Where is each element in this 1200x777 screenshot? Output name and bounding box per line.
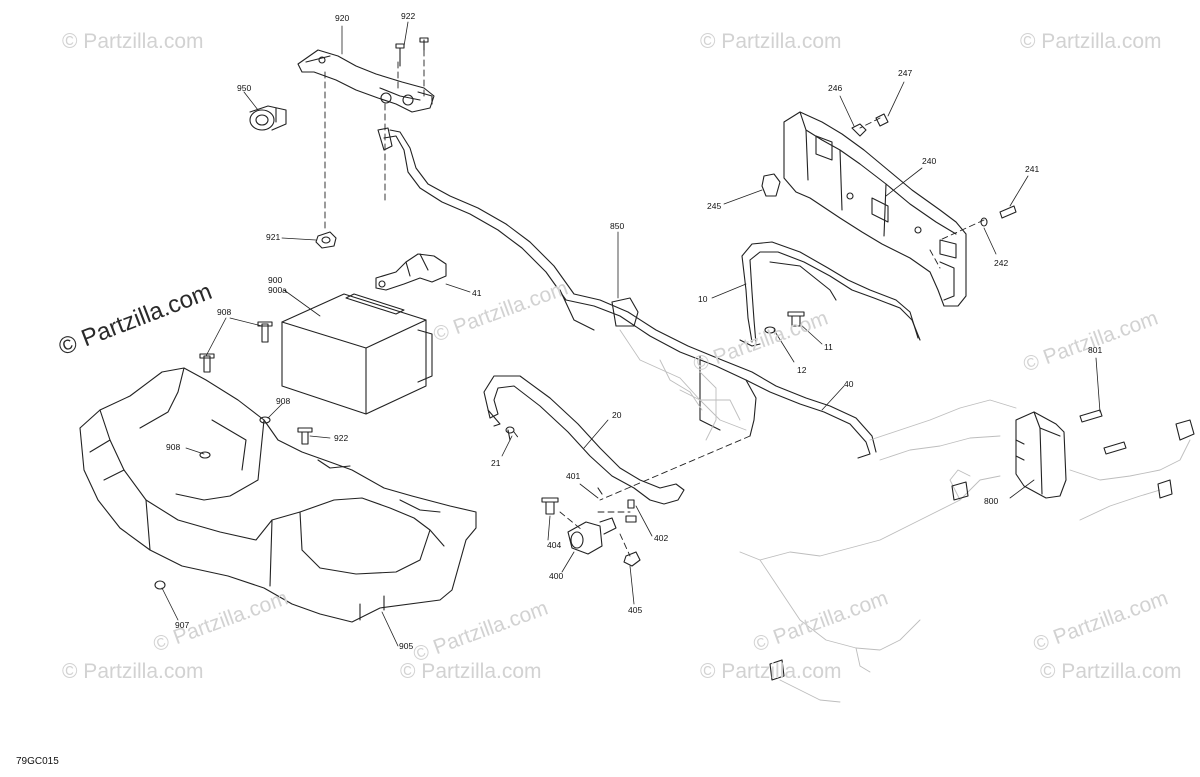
connectors-right <box>769 419 1195 681</box>
hardware-11-12 <box>764 311 805 334</box>
bracket-920 <box>297 49 435 113</box>
callout-21: 21 <box>491 458 501 468</box>
callout-908: 908 <box>166 442 181 452</box>
module-800 <box>1015 411 1067 499</box>
nut-921 <box>315 231 337 249</box>
clip-245 <box>761 173 781 197</box>
callout-245: 245 <box>707 201 722 211</box>
callout-41: 41 <box>472 288 482 298</box>
callout-405: 405 <box>628 605 643 615</box>
callout-801: 801 <box>1088 345 1103 355</box>
bracket-240 <box>783 111 967 307</box>
callout-920: 920 <box>335 13 350 23</box>
callout-922: 922 <box>334 433 349 443</box>
leader-lines <box>161 21 1101 647</box>
callout-20: 20 <box>612 410 622 420</box>
bolts-801 <box>1079 409 1127 455</box>
watermark: © Partzilla.com <box>62 660 204 683</box>
callout-850: 850 <box>610 221 625 231</box>
callout-247: 247 <box>898 68 913 78</box>
watermark: © Partzilla.com <box>1020 30 1162 53</box>
watermark: © Partzilla.com <box>62 30 204 53</box>
callout-800: 800 <box>984 496 999 506</box>
callout-241: 241 <box>1025 164 1040 174</box>
callout-908: 908 <box>276 396 291 406</box>
callout-404: 404 <box>547 540 562 550</box>
callout-401: 401 <box>566 471 581 481</box>
callout-400: 400 <box>549 571 564 581</box>
callout-908: 908 <box>217 307 232 317</box>
watermark: © Partzilla.com <box>1040 660 1182 683</box>
callout-900a: 900a <box>268 285 287 295</box>
tray-905 <box>79 367 477 623</box>
bolt-21 <box>505 426 515 441</box>
callout-921: 921 <box>266 232 281 242</box>
wiring-harness-850 <box>377 127 877 459</box>
bolt-922-top <box>395 37 429 67</box>
terminal-cover-41 <box>375 253 447 291</box>
callout-907: 907 <box>175 620 190 630</box>
hardware-246-247 <box>851 113 889 137</box>
hardware-908-922 <box>154 321 313 590</box>
callout-905: 905 <box>399 641 414 651</box>
watermark: © Partzilla.com <box>700 30 842 53</box>
callout-246: 246 <box>828 83 843 93</box>
callout-40: 40 <box>844 379 854 389</box>
watermark: © Partzilla.com <box>700 660 842 683</box>
callout-11: 11 <box>824 342 833 352</box>
socket-950 <box>249 105 287 131</box>
relay-400 <box>541 487 641 567</box>
callout-922: 922 <box>401 11 416 21</box>
diagram-code: 79GC015 <box>16 756 59 767</box>
battery-900 <box>281 293 433 415</box>
callout-950: 950 <box>237 83 252 93</box>
callout-10: 10 <box>698 294 708 304</box>
callout-900: 900 <box>268 275 283 285</box>
callout-240: 240 <box>922 156 937 166</box>
callout-402: 402 <box>654 533 669 543</box>
watermark: © Partzilla.com <box>400 660 542 683</box>
hardware-241-242 <box>980 205 1017 227</box>
callout-242: 242 <box>994 258 1009 268</box>
harness-faded <box>619 329 1191 703</box>
cable-10 <box>739 241 921 347</box>
callout-12: 12 <box>797 365 807 375</box>
cable-20 <box>483 375 685 505</box>
